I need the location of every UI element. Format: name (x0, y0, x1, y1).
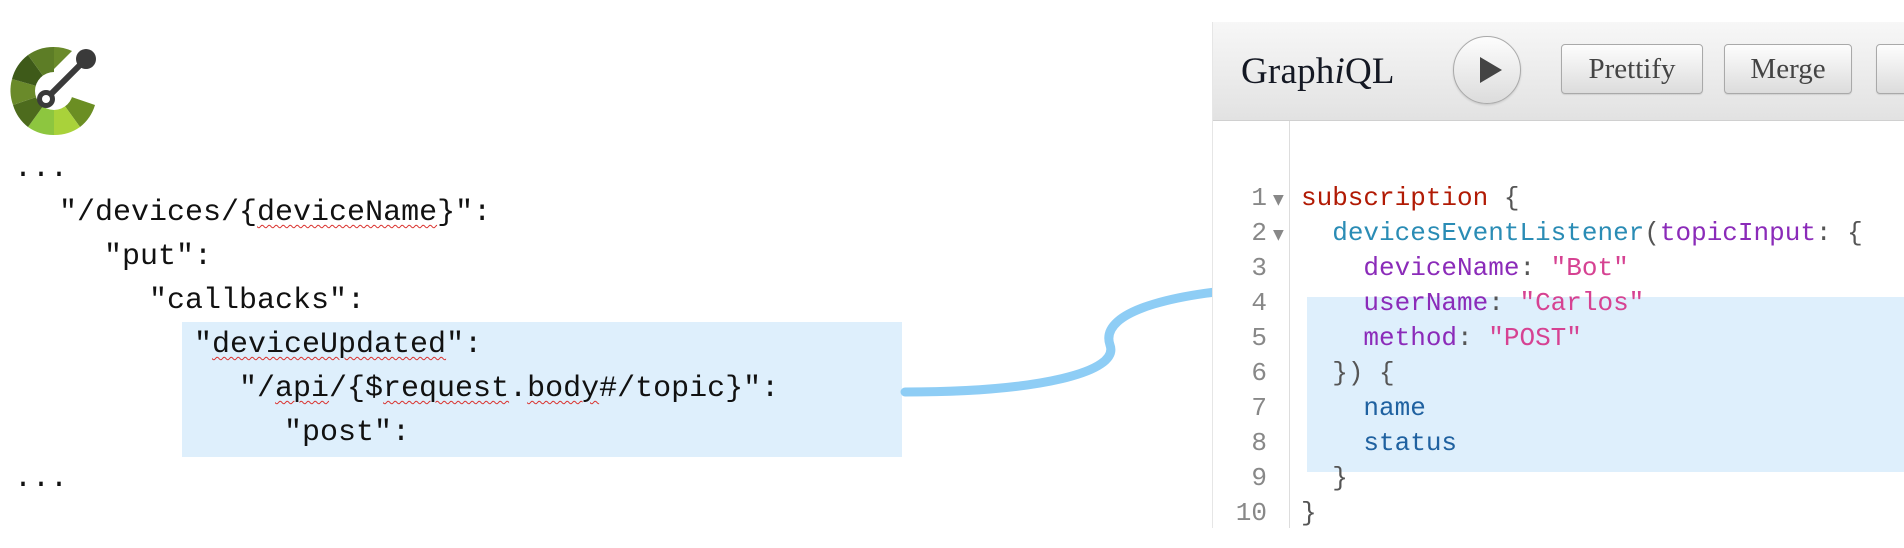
yaml-callback-url-key: "/api/{$request.body#/topic}": (239, 372, 780, 406)
code-line-8: status (1363, 428, 1458, 458)
code-line-6: }) { (1332, 358, 1395, 388)
title-suffix: QL (1344, 51, 1395, 92)
code-line-5: method: "POST" (1363, 323, 1582, 353)
line-number: 6 (1251, 358, 1267, 388)
subscription-args-highlight (1307, 297, 1904, 472)
execute-query-button[interactable] (1453, 36, 1521, 104)
yaml-device-updated-key: "deviceUpdated": (194, 328, 483, 362)
fold-arrow-icon[interactable]: ▼ (1273, 192, 1284, 208)
toolbar-button-partial[interactable] (1876, 44, 1904, 94)
graphiql-panel: GraphiQL Prettify Merge 1 2 3 4 5 6 7 8 … (1212, 22, 1904, 528)
yaml-post-key: "post": (284, 416, 411, 450)
code-line-9: } (1332, 463, 1348, 493)
query-editor[interactable]: 1 2 3 4 5 6 7 8 9 10 ▼ ▼ subscription { … (1213, 121, 1904, 528)
line-number: 5 (1251, 323, 1267, 353)
line-number: 2 (1251, 218, 1267, 248)
line-number: 1 (1251, 183, 1267, 213)
code-line-1: subscription { (1301, 183, 1520, 213)
line-number: 7 (1251, 393, 1267, 423)
yaml-put-key: "put": (104, 240, 213, 274)
graphiql-title: GraphiQL (1241, 50, 1395, 93)
line-number: 4 (1251, 288, 1267, 318)
yaml-callbacks-key: "callbacks": (149, 284, 366, 318)
yaml-ellipsis-top: ... (14, 152, 69, 186)
openapi-logo (10, 46, 96, 136)
editor-gutter (1289, 121, 1290, 528)
graphiql-toolbar: GraphiQL Prettify Merge (1213, 22, 1904, 121)
code-line-10: } (1301, 498, 1317, 528)
code-line-4: userName: "Carlos" (1363, 288, 1645, 318)
play-icon (1480, 57, 1502, 83)
merge-button[interactable]: Merge (1724, 44, 1852, 94)
code-line-7: name (1363, 393, 1426, 423)
code-line-3: deviceName: "Bot" (1363, 253, 1629, 283)
yaml-path-key: "/devices/{deviceName}": (59, 196, 492, 230)
line-number: 9 (1251, 463, 1267, 493)
title-italic: i (1334, 51, 1345, 92)
yaml-callback-highlight (182, 322, 902, 457)
line-number: 3 (1251, 253, 1267, 283)
yaml-ellipsis-bottom: ... (14, 462, 69, 496)
prettify-button[interactable]: Prettify (1561, 44, 1703, 94)
line-number: 10 (1235, 498, 1267, 528)
line-number: 8 (1251, 428, 1267, 458)
title-prefix: Graph (1241, 51, 1335, 92)
code-line-2: devicesEventListener(topicInput: { (1332, 218, 1863, 248)
fold-arrow-icon[interactable]: ▼ (1273, 227, 1284, 243)
